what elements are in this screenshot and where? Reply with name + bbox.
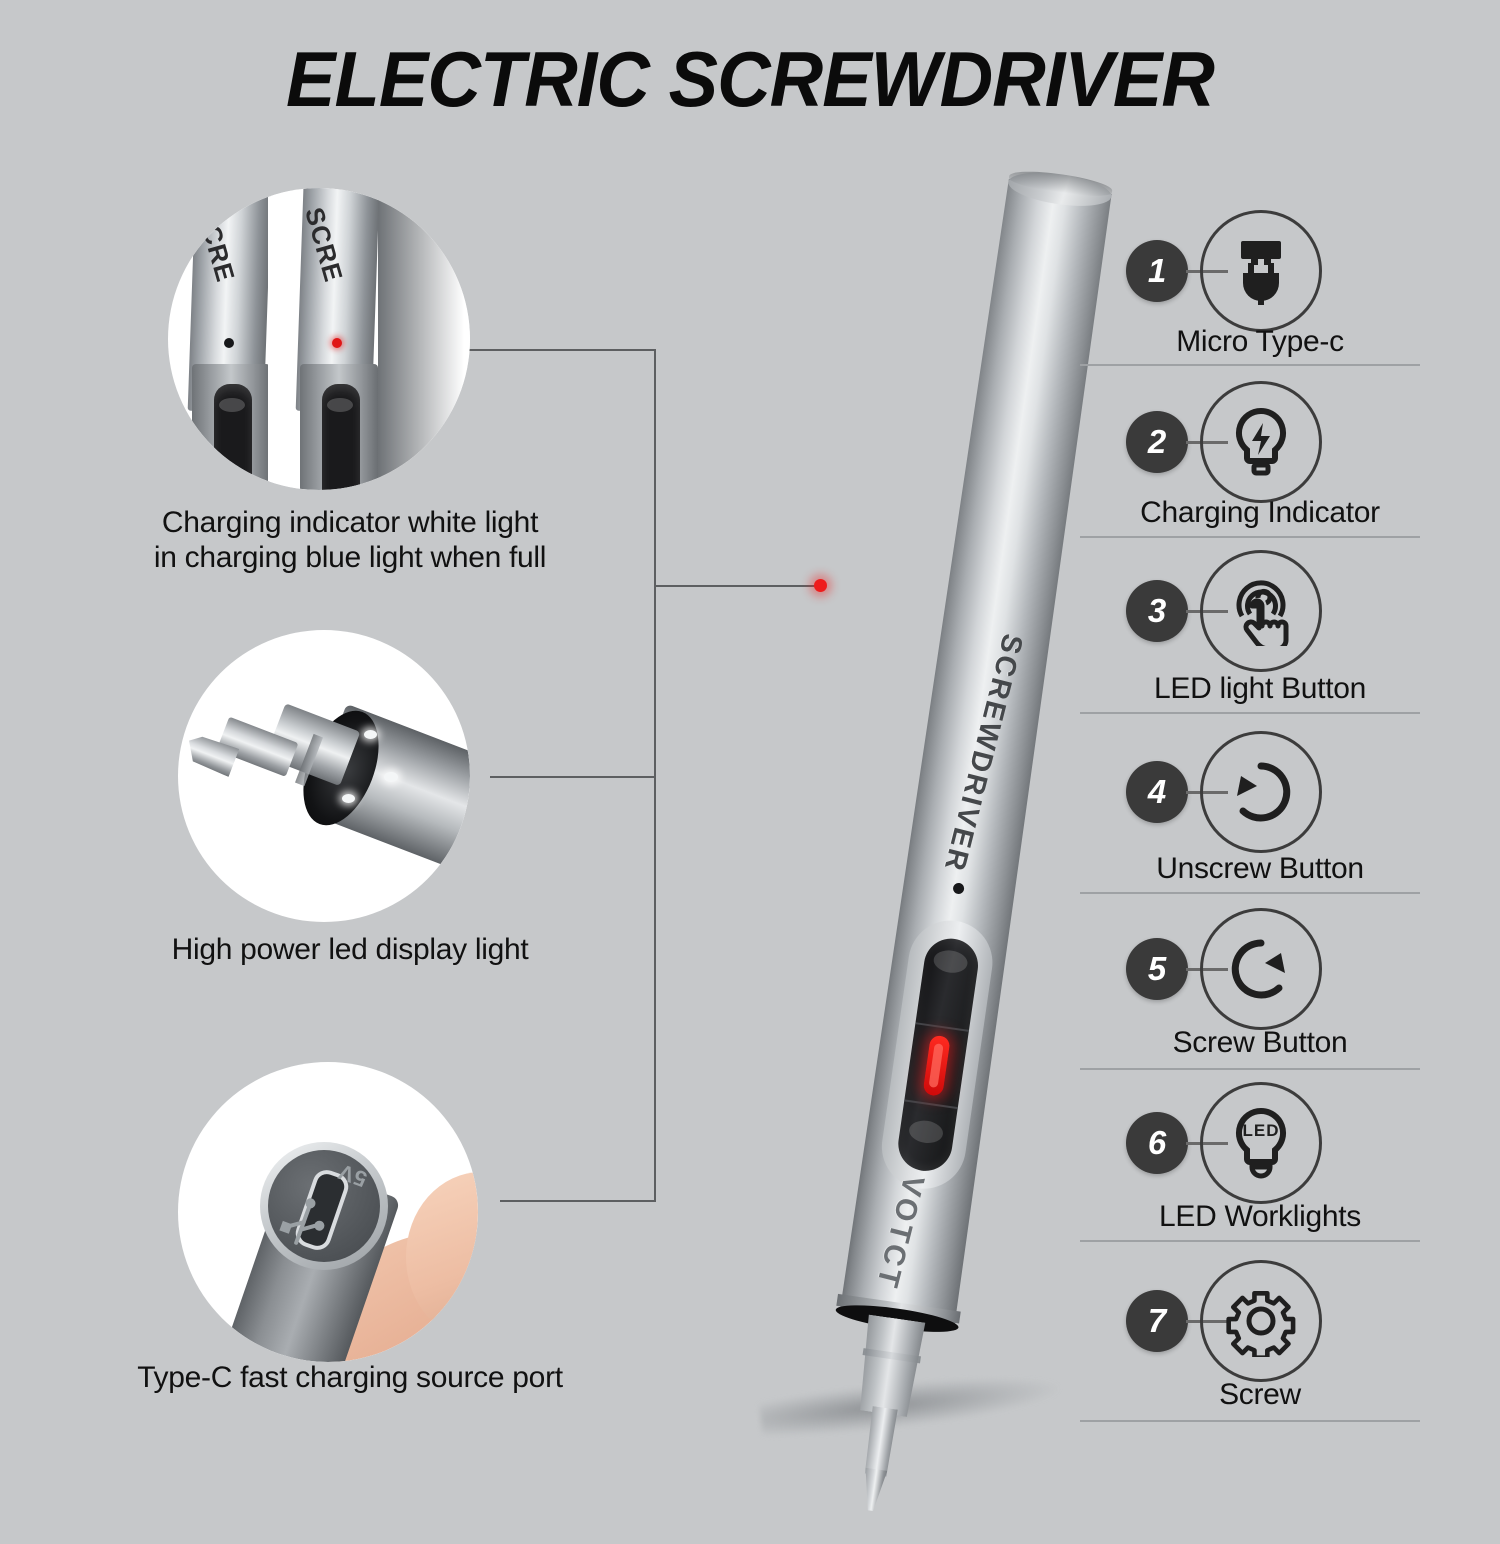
connector-line-to-product [654, 585, 818, 587]
bulb-led-icon: LED [1230, 1107, 1292, 1179]
inset1-gap [268, 188, 300, 490]
feature-icon-circle-4[interactable] [1200, 731, 1322, 853]
feature-icon-circle-7[interactable] [1200, 1260, 1322, 1382]
caption-charging-indicator: Charging indicator white light in chargi… [20, 505, 680, 576]
feature-divider-2 [1080, 536, 1420, 538]
product-chuck [853, 1314, 928, 1418]
connector-line-3 [500, 1200, 656, 1202]
feature-icon-circle-5[interactable] [1200, 908, 1322, 1030]
feature-label-5: Screw Button [1172, 1026, 1348, 1059]
feature-number-4: 4 [1147, 773, 1167, 810]
inset2-led-b [384, 772, 398, 782]
feature-badge-1: 1 [1126, 240, 1188, 302]
feature-badge-5: 5 [1126, 938, 1188, 1000]
feature-icon-circle-6[interactable]: LED [1200, 1082, 1322, 1204]
feature-number-3: 3 [1147, 592, 1167, 629]
feature-badge-6: 6 [1126, 1112, 1188, 1174]
inset2-led-c [342, 794, 355, 803]
feature-icon-circle-2[interactable] [1200, 381, 1322, 503]
usb-trident-circle [314, 1220, 325, 1231]
product-bit-shank [861, 1406, 900, 1478]
inset-type-c-port: 5V [178, 1062, 478, 1362]
inset1-dot-dark [224, 338, 234, 348]
feature-label-4: Unscrew Button [1156, 852, 1364, 885]
feature-divider-6 [1080, 1240, 1420, 1242]
feature-badge-7: 7 [1126, 1290, 1188, 1352]
feature-badge-3: 3 [1126, 580, 1188, 642]
caption-line-2: in charging blue light when full [153, 541, 547, 575]
product-image: SCREWDRIVER VOTCT [640, 150, 1100, 1510]
caption-line-1: Type-C fast charging source port [137, 1361, 563, 1394]
product-bit-tip [860, 1468, 888, 1513]
inset-led-display-light [178, 630, 470, 922]
product-indicator-marker [814, 579, 827, 592]
tap-gesture-icon [1228, 576, 1294, 646]
feature-badge-4: 4 [1126, 761, 1188, 823]
bulb-led-icon-text: LED [1242, 1121, 1280, 1140]
usb-trident-dot [305, 1198, 316, 1209]
connector-line-2 [490, 776, 656, 778]
feature-badge-2: 2 [1126, 411, 1188, 473]
feature-label-3: LED light Button [1154, 672, 1366, 705]
feature-number-2: 2 [1147, 423, 1167, 460]
usb-trident-square [279, 1220, 293, 1234]
usb-trident-icon [279, 1198, 325, 1245]
caption-line-1: Charging indicator white light [161, 506, 539, 539]
feature-divider-7 [1080, 1420, 1420, 1422]
feature-number-5: 5 [1147, 950, 1167, 987]
rotate-ccw-icon [1225, 756, 1297, 828]
inset1-dot-red [332, 338, 342, 348]
feature-label-6: LED Worklights [1159, 1200, 1361, 1233]
feature-divider-5 [1080, 1068, 1420, 1070]
gear-icon [1225, 1285, 1297, 1357]
infographic-page: ELECTRIC SCREWDRIVER SCRE SCRE [20, 35, 1420, 1500]
caption-type-c-port: Type-C fast charging source port [20, 1360, 680, 1395]
inset1-edge [378, 188, 470, 490]
inset1-button-left [214, 384, 252, 490]
inset1-button-right [322, 384, 360, 490]
feature-label-1: Micro Type-c [1176, 325, 1344, 358]
power-plug-icon [1229, 237, 1293, 305]
feature-icon-circle-1[interactable] [1200, 210, 1322, 332]
feature-number-1: 1 [1147, 252, 1167, 289]
page-title: ELECTRIC SCREWDRIVER [286, 35, 1215, 123]
bulb-bolt-icon [1230, 407, 1292, 477]
caption-led-display-light: High power led display light [20, 932, 680, 967]
caption-line-1: High power led display light [171, 933, 529, 966]
feature-icon-circle-3[interactable] [1200, 550, 1322, 672]
feature-label-2: Charging Indicator [1140, 496, 1380, 529]
inset-charging-indicator: SCRE SCRE [168, 188, 470, 490]
inset2-led-a [364, 730, 377, 739]
feature-label-7: Screw [1219, 1378, 1301, 1411]
feature-number-7: 7 [1147, 1302, 1167, 1339]
feature-divider-1 [1080, 364, 1420, 366]
connector-trunk [654, 349, 656, 1201]
rotate-cw-icon [1225, 933, 1297, 1005]
feature-divider-4 [1080, 892, 1420, 894]
feature-number-6: 6 [1147, 1124, 1167, 1161]
feature-divider-3 [1080, 712, 1420, 714]
